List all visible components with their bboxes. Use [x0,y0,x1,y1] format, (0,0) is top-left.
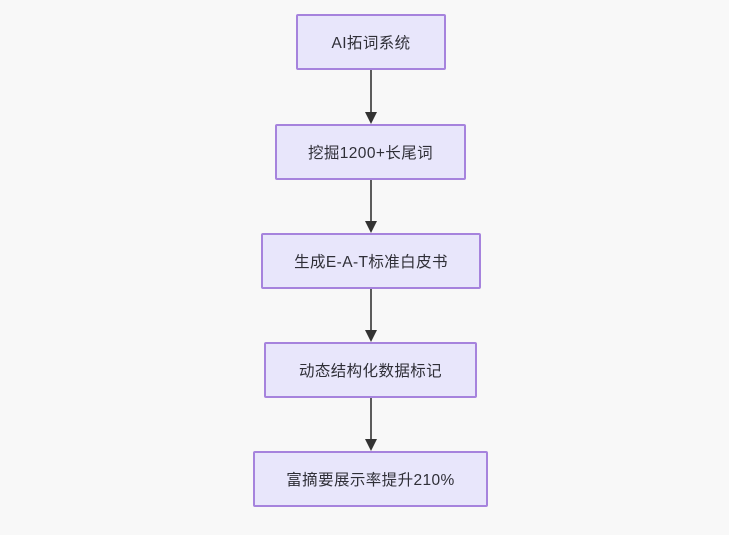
edge-n1-n2 [365,70,377,124]
edge-n2-n3 [365,180,377,233]
flow-node-structured-data-markup[interactable]: 动态结构化数据标记 [264,342,477,398]
flow-node-ai-keyword-system[interactable]: AI拓词系统 [296,14,446,70]
edge-n4-n5 [365,398,377,451]
edge-n3-n4 [365,289,377,342]
flow-node-rich-snippet-result[interactable]: 富摘要展示率提升210% [253,451,488,507]
flow-node-eat-whitepaper[interactable]: 生成E-A-T标准白皮书 [261,233,481,289]
flow-node-longtail-mining[interactable]: 挖掘1200+长尾词 [275,124,466,180]
